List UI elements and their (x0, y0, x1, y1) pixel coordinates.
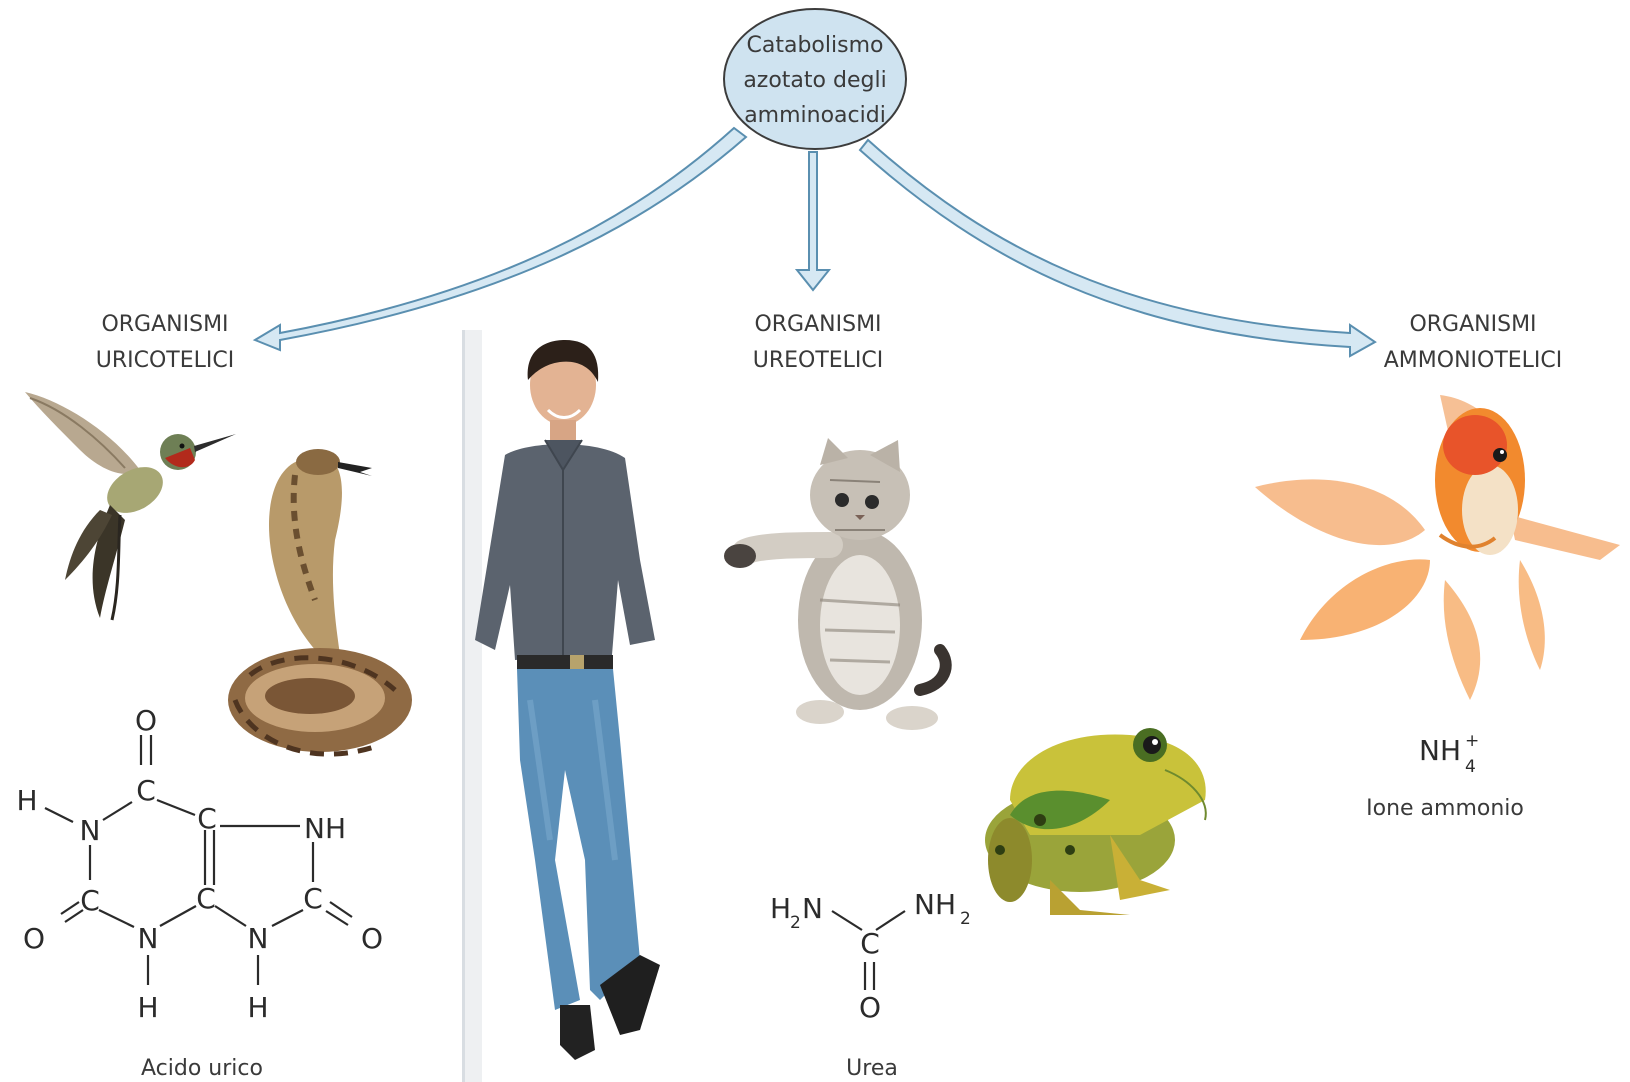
urea-n-left: N (802, 892, 823, 925)
uric-n-bottom-right: N (248, 922, 269, 955)
uricotelic-label-line-1: ORGANISMI (101, 312, 228, 337)
cobra-icon (228, 449, 412, 754)
ammonium-caption: Ione ammonio (1366, 796, 1524, 821)
urea-h-left: H (770, 892, 791, 925)
ureotelic-label-line-1: ORGANISMI (754, 312, 881, 337)
central-line-3: amminoacidi (744, 103, 886, 128)
urea-nh-right: NH (914, 888, 956, 921)
urea-caption: Urea (846, 1056, 898, 1081)
uric-n-left: N (80, 814, 101, 847)
wall-edge (462, 330, 465, 1082)
uric-acid-caption: Acido urico (141, 1056, 263, 1081)
urea-structure: H 2 N NH 2 C O (770, 888, 971, 1024)
arrow-to-ammoniotelic (860, 140, 1375, 356)
hummingbird-icon (25, 392, 236, 620)
man-icon (475, 340, 660, 1060)
uric-o-right: O (361, 922, 383, 955)
goldfish-icon (1255, 395, 1620, 700)
central-node: Catabolismo azotato degli amminoacidi (724, 9, 906, 149)
uric-o-left: O (23, 922, 45, 955)
ammoniotelic-label-line-1: ORGANISMI (1409, 312, 1536, 337)
urea-o: O (859, 991, 881, 1024)
arrow-to-ureotelic (797, 152, 829, 290)
uric-c-right-top: C (197, 802, 217, 835)
uric-c-top: C (136, 774, 156, 807)
uricotelic-label: ORGANISMI URICOTELICI (96, 312, 235, 373)
ammoniotelic-label-line-2: AMMONIOTELICI (1384, 348, 1563, 373)
urea-sub-left: 2 (790, 913, 801, 933)
uric-n-bottom-left: N (138, 922, 159, 955)
ammonium-subscript: 4 (1465, 757, 1476, 777)
ammonium-superscript: + (1465, 731, 1479, 751)
ureotelic-label: ORGANISMI UREOTELICI (753, 312, 884, 373)
ammonium-nh: NH (1419, 734, 1461, 767)
central-line-1: Catabolismo (747, 33, 884, 58)
uric-h-bottom-left: H (137, 991, 158, 1024)
urea-sub-right: 2 (960, 909, 971, 929)
uric-h-left: H (16, 784, 37, 817)
central-line-2: azotato degli (743, 68, 886, 93)
arrow-to-uricotelic (255, 128, 746, 350)
urea-c: C (860, 927, 880, 960)
ammonium-formula: NH 4 + (1419, 731, 1479, 777)
uric-nh: NH (304, 812, 346, 845)
uric-o-top: O (135, 704, 157, 737)
uric-acid-structure: O C H N C NH C O C C O N N H H (16, 704, 383, 1024)
uric-h-bottom-right: H (247, 991, 268, 1024)
ureotelic-label-line-2: UREOTELICI (753, 348, 884, 373)
uric-c-right: C (303, 882, 323, 915)
kitten-icon (700, 415, 1005, 765)
uric-c-mid-bottom: C (196, 882, 216, 915)
ammoniotelic-label: ORGANISMI AMMONIOTELICI (1384, 312, 1563, 373)
frog-icon (985, 728, 1206, 915)
uric-c-left-bottom: C (80, 884, 100, 917)
uricotelic-label-line-2: URICOTELICI (96, 348, 235, 373)
